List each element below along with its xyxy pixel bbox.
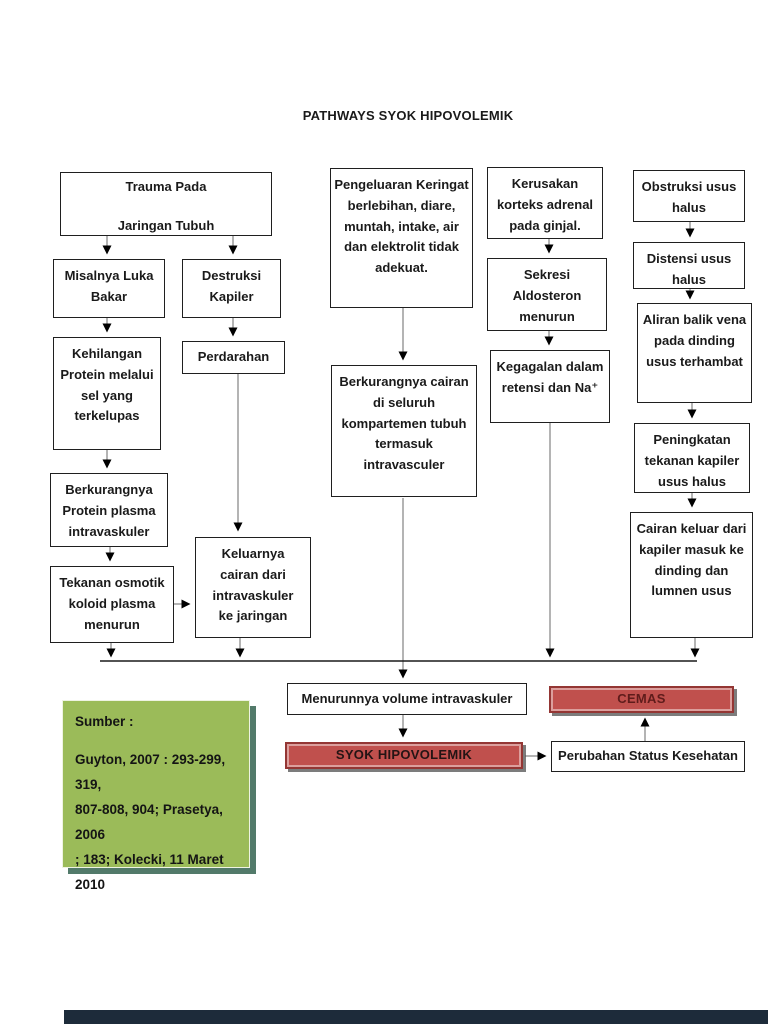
node-aliran-balik-vena: Aliran balik vena pada dinding usus terh… xyxy=(637,303,752,403)
node-peningkatan-tekanan-kapiler: Peningkatan tekanan kapiler usus halus xyxy=(634,423,750,493)
node-perdarahan: Perdarahan xyxy=(182,341,285,374)
page-bottom-bar xyxy=(64,1010,768,1024)
node-cairan-keluar-kapiler: Cairan keluar dari kapiler masuk ke dind… xyxy=(630,512,753,638)
node-misalnya-luka-bakar: Misalnya Luka Bakar xyxy=(53,259,165,318)
node-syok-hipovolemik: SYOK HIPOVOLEMIK xyxy=(285,742,523,769)
node-pengeluaran-keringat: Pengeluaran Keringat berlebihan, diare, … xyxy=(330,168,473,308)
node-cemas: CEMAS xyxy=(549,686,734,713)
node-destruksi-kapiler: Destruksi Kapiler xyxy=(182,259,281,318)
node-berkurang-cairan-kompartemen: Berkurangnya cairan di seluruh kompartem… xyxy=(331,365,477,497)
node-kerusakan-korteks-adrenal: Kerusakan korteks adrenal pada ginjal. xyxy=(487,167,603,239)
source-heading: Sumber : xyxy=(75,714,134,729)
node-kegagalan-retensi-na: Kegagalan dalam retensi dan Na⁺ xyxy=(490,350,610,423)
node-trauma-jaringan: Trauma Pada Jaringan Tubuh xyxy=(60,172,272,236)
node-distensi-usus-halus: Distensi usus halus xyxy=(633,242,745,289)
node-kehilangan-protein: Kehilangan Protein melalui sel yang terk… xyxy=(53,337,161,450)
node-perubahan-status-kesehatan: Perubahan Status Kesehatan xyxy=(551,741,745,772)
node-sekresi-aldosteron: Sekresi Aldosteron menurun xyxy=(487,258,607,331)
node-berkurang-protein-plasma: Berkurangnya Protein plasma intravaskule… xyxy=(50,473,168,547)
node-tekanan-osmotik: Tekanan osmotik koloid plasma menurun xyxy=(50,566,174,643)
node-menurunnya-volume: Menurunnya volume intravaskuler xyxy=(287,683,527,715)
source-box: Sumber : Guyton, 2007 : 293-299, 319, 80… xyxy=(62,700,250,892)
node-obstruksi-usus-halus: Obstruksi usus halus xyxy=(633,170,745,222)
source-citation: Guyton, 2007 : 293-299, 319, 807-808, 90… xyxy=(75,752,226,892)
node-keluarnya-cairan: Keluarnya cairan dari intravaskuler ke j… xyxy=(195,537,311,638)
page-title: PATHWAYS SYOK HIPOVOLEMIK xyxy=(302,108,514,123)
